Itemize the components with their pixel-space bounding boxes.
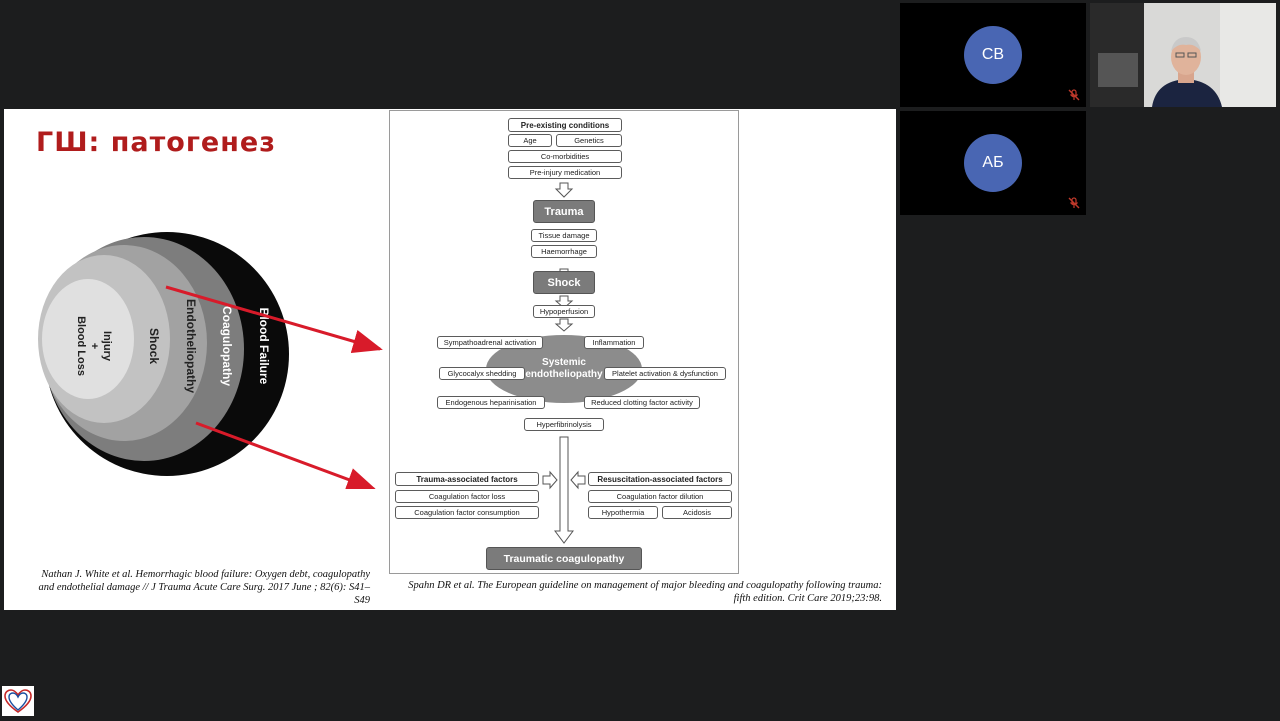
avatar: СВ <box>964 26 1022 84</box>
flow-preexisting: Pre-existing conditions <box>508 118 622 132</box>
flow-haemorrhage: Haemorrhage <box>531 245 597 258</box>
flow-arrow-3 <box>554 295 574 309</box>
label-coagulopathy: Coagulopathy <box>220 306 234 386</box>
heart-logo-icon <box>4 689 32 713</box>
mic-muted-icon <box>1068 89 1080 101</box>
flow-traumatic-coagulopathy: Traumatic coagulopathy <box>486 547 642 570</box>
reference-left: Nathan J. White et al. Hemorrhagic blood… <box>38 569 370 606</box>
mic-muted-icon <box>1068 197 1080 209</box>
participant-tile-sv[interactable]: СВ <box>900 3 1086 107</box>
app-logo <box>2 686 34 716</box>
flow-resus-factors: Resuscitation-associated factors <box>588 472 732 486</box>
label-endotheliopathy: Endotheliopathy <box>184 299 198 393</box>
flow-genetics: Genetics <box>556 134 622 147</box>
flow-hypoperfusion: Hypoperfusion <box>533 305 595 318</box>
flow-arrow-long <box>554 436 574 544</box>
label-shock: Shock <box>147 328 161 364</box>
circle-injury <box>42 279 134 399</box>
label-injury: Injury <box>101 331 113 362</box>
flow-inflammation: Inflammation <box>584 336 644 349</box>
flow-hypothermia: Hypothermia <box>588 506 658 519</box>
concentric-circles-diagram: Blood Failure Coagulopathy Endotheliopat… <box>38 232 383 489</box>
flow-sympathoadrenal: Sympathoadrenal activation <box>437 336 543 349</box>
flowchart: Pre-existing conditions Age Genetics Co-… <box>389 110 739 574</box>
flow-heparinisation: Endogenous heparinisation <box>437 396 545 409</box>
speaker-video-image <box>1090 3 1276 107</box>
flow-systemic-line2: endotheliopathy <box>525 369 603 380</box>
flow-tissue-damage: Tissue damage <box>531 229 597 242</box>
participant-tile-ab[interactable]: АБ <box>900 111 1086 215</box>
avatar: АБ <box>964 134 1022 192</box>
reference-right: Spahn DR et al. The European guideline o… <box>408 580 882 604</box>
flow-hyperfibrinolysis: Hyperfibrinolysis <box>524 418 604 431</box>
flow-trauma: Trauma <box>533 200 595 223</box>
flow-coag-dilution: Coagulation factor dilution <box>588 490 732 503</box>
red-arrow-upper <box>165 285 383 354</box>
flow-glycocalyx: Glycocalyx shedding <box>439 367 525 380</box>
flow-arrow-right-in <box>570 470 586 490</box>
label-blood-loss: Blood Loss <box>75 316 87 376</box>
participant-tile-speaker-video[interactable] <box>1090 3 1276 107</box>
flow-platelet: Platelet activation & dysfunction <box>604 367 726 380</box>
label-plus: + <box>88 343 100 349</box>
flow-coag-loss: Coagulation factor loss <box>395 490 539 503</box>
red-arrow-lower <box>195 421 377 489</box>
flow-age: Age <box>508 134 552 147</box>
slide-title: ГШ: патогенез <box>36 127 276 158</box>
flow-systemic-line1: Systemic <box>542 357 586 368</box>
flow-coag-consumption: Coagulation factor consumption <box>395 506 539 519</box>
flow-reduced-clotting: Reduced clotting factor activity <box>584 396 700 409</box>
flow-shock: Shock <box>533 271 595 294</box>
flow-arrow-1 <box>554 182 574 198</box>
flow-trauma-factors: Trauma-associated factors <box>395 472 539 486</box>
flow-acidosis: Acidosis <box>662 506 732 519</box>
label-blood-failure: Blood Failure <box>257 308 271 385</box>
flow-arrow-left-in <box>542 470 558 490</box>
shared-slide: ГШ: патогенез Blood Failure Coagulopathy… <box>4 109 896 610</box>
flow-arrow-4 <box>554 318 574 332</box>
flow-preinjury: Pre-injury medication <box>508 166 622 179</box>
flow-comorbidities: Co-morbidities <box>508 150 622 163</box>
